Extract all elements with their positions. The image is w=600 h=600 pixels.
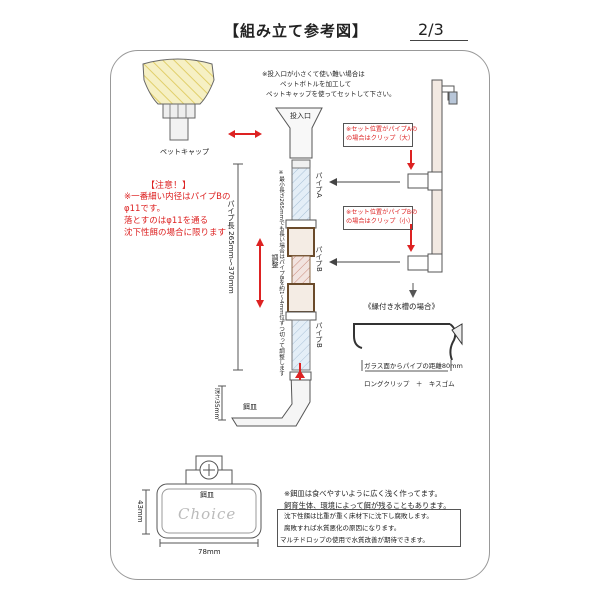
clip-small-box (343, 206, 413, 230)
pet-cap-label: ペットキャップ (160, 148, 209, 156)
choice-logo: Choice (178, 505, 237, 523)
clip-small-line-2: の場合はクリップ（小） (346, 218, 415, 225)
clip-small-line-1: ※セット位置がパイプBの (346, 209, 418, 216)
pipe-length-label: パイプ長 265mm〜370mm (227, 200, 236, 294)
warning-line-2: φ11です。 (124, 204, 166, 214)
dish-notes: ※餌皿は食べやすいように広く浅く作ってます。 飼育生体、環境によって餌が残ること… (284, 488, 451, 512)
depth-35-label: 深さ35mm (213, 388, 220, 420)
page-title: 【組み立て参考図】 (224, 22, 369, 40)
pipe-b2-label: パイプB (315, 322, 323, 348)
adjust-arrows (256, 238, 264, 308)
connect-arrow (228, 130, 262, 138)
clip-large-box (343, 123, 413, 147)
width-78-label: 78mm (198, 548, 221, 556)
aquarium-long-clip (353, 283, 463, 372)
aquarium-parts: ロングクリップ ＋ キスゴム (364, 380, 455, 388)
sinking-food-notebox (277, 509, 461, 547)
diagram-frame (110, 50, 490, 580)
notebox-line-2: 腐敗すれば水質悪化の原因になります。 (284, 524, 401, 532)
bottle-note-3: ペットキャップを使ってセットして下さい。 (266, 90, 396, 98)
warning-line-3: 落とすのはφ11を通る (124, 216, 209, 226)
aquarium-title: 《縁付き水槽の場合》 (364, 302, 439, 311)
pipe-a-label: パイプA (315, 172, 323, 198)
dish-top-view (142, 455, 262, 547)
pet-bottle-top (142, 58, 215, 141)
dish-label: 餌皿 (243, 403, 257, 411)
warning-title: 【注意！】 (146, 181, 192, 191)
inlet-funnel (275, 107, 323, 169)
warning-line-1: ※一番細い内径はパイプBの (124, 192, 231, 202)
pipe-length-dimension (218, 163, 243, 421)
insert-arrow (295, 363, 305, 380)
dish-note-2: 飼育生体、環境によって餌が残ることもあります。 (284, 501, 451, 510)
bottle-note-1: ※投入口が小さくて使い難い場合は (262, 70, 365, 78)
adjust-label: 調整 (271, 254, 279, 268)
page-number-underline (410, 40, 468, 41)
dish-top-label: 餌皿 (200, 491, 214, 499)
clip-large-line-1: ※セット位置がパイプAの (346, 126, 418, 133)
aquarium-distance: ガラス面からパイプの距離80mm (364, 362, 463, 370)
pipe-assembly (231, 167, 317, 427)
clip-large-line-2: の場合はクリップ（大） (346, 135, 415, 142)
warning-line-4: 沈下性餌の場合に限ります (124, 228, 227, 238)
bottle-note-2: ペットボトルを加工して (280, 80, 352, 88)
clip-pointer-arrows (329, 178, 400, 266)
page-number: 2/3 (418, 20, 444, 39)
notebox-line-3: マルチドロップの使用で水質改善が期待できます。 (280, 536, 429, 544)
height-43-label: 43mm (136, 500, 144, 523)
clip-red-arrows (407, 150, 415, 252)
dish-note-1: ※餌皿は食べやすいように広く浅く作ってます。 (284, 489, 442, 498)
clip-side-view (407, 79, 458, 273)
pipe-b1-label: パイプB (315, 246, 323, 272)
inlet-label: 投入口 (290, 112, 311, 120)
pipe-cut-note: ※最小長さ265mmでも長い場合はパイプBを約1〜4mm位ずつ切って調整します (278, 170, 284, 377)
notebox-line-1: 沈下性餌は比重が重く床材下に沈下し腐敗します。 (284, 512, 433, 520)
